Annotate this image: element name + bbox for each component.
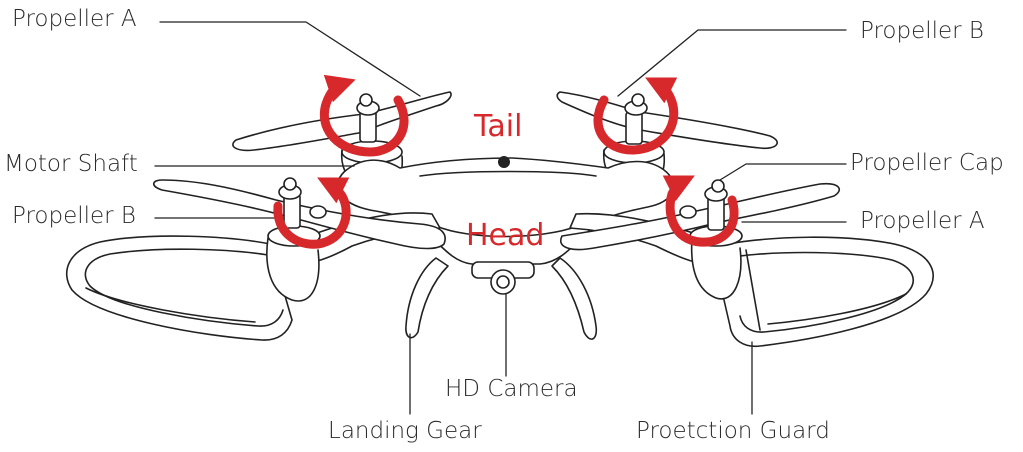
label-propeller-a-top: Propeller A (12, 6, 137, 32)
right-protection-guard (711, 236, 934, 348)
label-propeller-a-right: Propeller A (860, 208, 985, 234)
label-propeller-cap: Propeller Cap (850, 150, 1004, 176)
label-tail: Tail (474, 109, 523, 144)
leader-propeller-cap (719, 163, 847, 181)
label-hd-camera: HD Camera (445, 376, 578, 402)
brand-logo-icon (498, 156, 510, 168)
left-protection-guard (66, 235, 293, 341)
label-protection-guard: Proetction Guard (636, 418, 830, 444)
left-landing-gear (405, 257, 449, 339)
right-landing-gear (551, 257, 598, 340)
label-propeller-b-left: Propeller B (12, 203, 136, 229)
rotation-arrow-front-right (662, 175, 739, 247)
label-head: Head (466, 218, 545, 253)
label-propeller-b-top: Propeller B (860, 18, 984, 44)
leader-propeller-b-top (617, 29, 847, 97)
rotation-arrow-back-right (593, 77, 679, 155)
label-landing-gear: Landing Gear (328, 418, 482, 444)
hd-camera (471, 261, 535, 295)
label-motor-shaft: Motor Shaft (4, 151, 138, 177)
rotation-arrow-front-left (273, 177, 351, 249)
rotation-arrow-back-left (319, 74, 409, 157)
leader-propeller-a-top (159, 21, 421, 97)
